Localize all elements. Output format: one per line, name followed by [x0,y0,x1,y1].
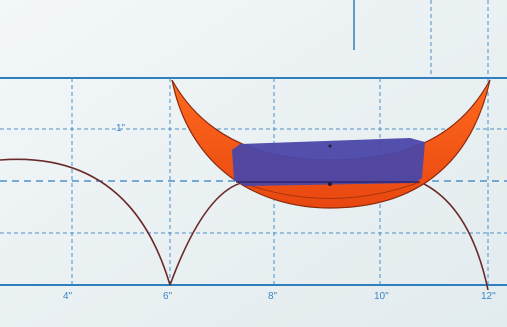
ruler-label-8in: 8" [268,291,278,302]
ruler-label-10in: 10" [374,291,389,302]
side-label-1in: 1" [116,123,126,134]
middle-scallop-arc [169,181,246,286]
ruler-label-6in: 6" [163,291,173,302]
crescent-inner-arc [239,181,421,199]
right-scallop-arc [419,181,489,291]
ruler-label-12in: 12" [481,291,496,302]
blue-tape [232,138,425,186]
ruler-label-4in: 4" [63,291,73,302]
pin-mark [328,144,332,148]
left-scallop-arc [0,158,171,286]
pin-mark [328,182,332,186]
